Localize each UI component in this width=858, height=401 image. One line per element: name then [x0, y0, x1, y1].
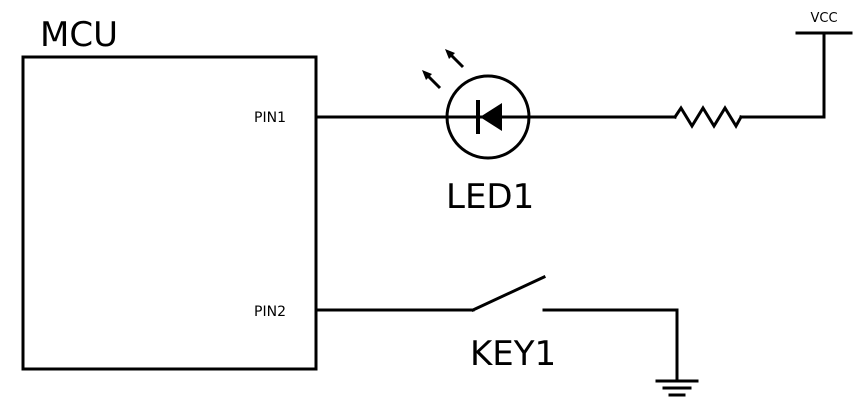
resistor-symbol	[672, 105, 744, 129]
key1-switch-blade	[471, 275, 546, 312]
pin1-label: PIN1	[254, 110, 286, 126]
ground-symbol	[655, 379, 699, 397]
wire-switch-to-ground	[542, 308, 679, 382]
light-arrow-2	[448, 52, 465, 69]
led1-label: LED1	[446, 177, 534, 217]
wire-resistor-to-vcc	[739, 31, 826, 119]
vcc-label: VCC	[810, 11, 837, 26]
mcu-block	[21, 55, 318, 371]
key1-label: KEY1	[470, 334, 556, 374]
light-arrow-1	[425, 73, 442, 90]
led1-symbol	[444, 74, 531, 160]
pin2-label: PIN2	[254, 304, 286, 320]
light-arrow-1-head	[422, 70, 432, 80]
led-triangle	[480, 103, 502, 131]
mcu-label: MCU	[40, 15, 118, 55]
led-light-arrows	[422, 49, 465, 90]
light-arrow-2-head	[445, 49, 455, 59]
